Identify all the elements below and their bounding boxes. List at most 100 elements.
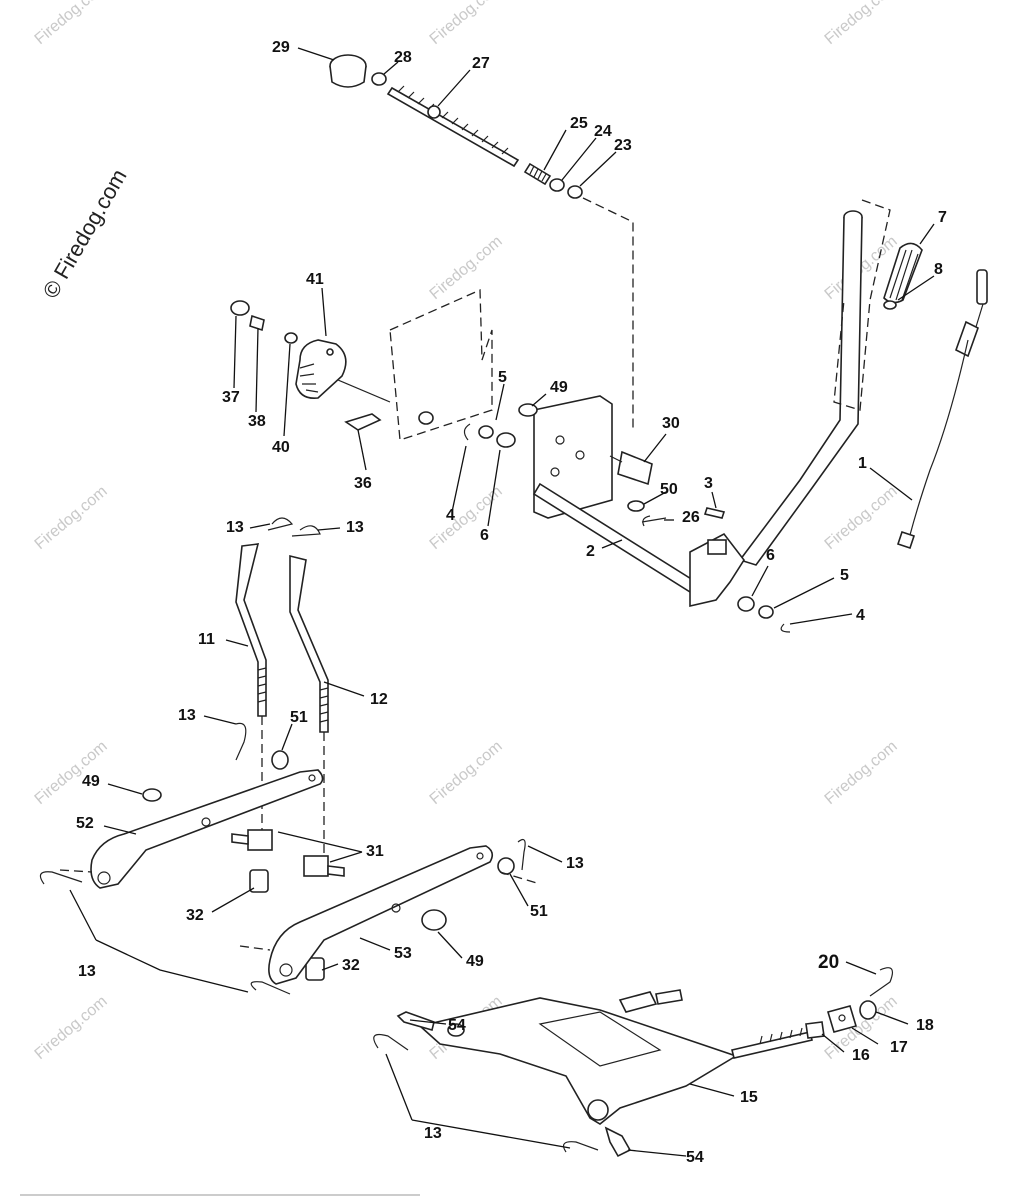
hairpin-20 (869, 967, 893, 997)
assembly-line (239, 945, 271, 951)
washer-5-right (758, 605, 774, 619)
watermark-text: Firedog.com (427, 233, 506, 303)
watermark-text: Firedog.com (32, 993, 111, 1063)
callout-52: 52 (76, 815, 94, 832)
handle-pivot (689, 532, 745, 608)
callout-13: 13 (566, 855, 584, 872)
watermark-text: Firedog.com (822, 738, 901, 808)
callout-37: 37 (222, 389, 240, 406)
callout-13: 13 (78, 963, 96, 980)
callout-1: 1 (858, 455, 867, 472)
callout-25: 25 (570, 115, 588, 132)
callout-41: 41 (306, 271, 324, 288)
pivot-49-b (421, 909, 447, 931)
washer-51-a (271, 750, 289, 770)
callout-6: 6 (766, 547, 775, 564)
watermark-text: Firedog.com (822, 0, 901, 48)
watermark-text: Firedog.com (32, 0, 111, 48)
callout-51: 51 (290, 709, 308, 726)
leader-lines (69, 47, 935, 1157)
pin-26 (641, 515, 667, 527)
callout-31: 31 (366, 843, 384, 860)
callout-labels: 29 28 27 25 24 23 7 8 41 37 38 40 5 49 3… (76, 39, 947, 1166)
callout-13: 13 (346, 519, 364, 536)
callout-13: 13 (178, 707, 196, 724)
lift-arm-53 (268, 845, 494, 985)
assembly-line (59, 869, 93, 873)
pivot-49 (518, 403, 538, 417)
shaft-2 (532, 482, 714, 604)
callout-49: 49 (550, 379, 568, 396)
bottom-rule (20, 1194, 420, 1196)
pin-3 (703, 507, 726, 519)
callout-13: 13 (226, 519, 244, 536)
adjust-rod (731, 1027, 813, 1059)
callout-5: 5 (498, 369, 507, 386)
callout-17: 17 (890, 1039, 908, 1056)
callout-49: 49 (82, 773, 100, 790)
clip-4-left (463, 423, 471, 441)
washer-24 (549, 178, 565, 192)
callout-54: 54 (448, 1017, 466, 1034)
watermark-text: Firedog.com (822, 483, 901, 553)
callout-15: 15 (740, 1089, 758, 1106)
knob-29 (329, 54, 367, 88)
cable-1 (896, 269, 988, 550)
bolt-54-bottom (604, 1126, 632, 1158)
callout-7: 7 (938, 209, 947, 226)
clip-4-right (780, 623, 791, 633)
switch-30 (609, 450, 653, 486)
callout-27: 27 (472, 55, 490, 72)
pivot-bracket (533, 395, 613, 519)
callout-20: 20 (818, 952, 839, 973)
gauge-wheel-41 (295, 339, 347, 400)
callout-28: 28 (394, 49, 412, 66)
spring-25 (523, 162, 552, 186)
watermark-text: Firedog.com (427, 738, 506, 808)
callout-29: 29 (272, 39, 290, 56)
callout-36: 36 (354, 475, 372, 492)
hairpin-13-h (563, 1141, 599, 1153)
lift-link-12 (289, 554, 329, 733)
callout-16: 16 (852, 1047, 870, 1064)
callout-11: 11 (198, 631, 215, 648)
callout-24: 24 (594, 123, 612, 140)
callout-53: 53 (394, 945, 412, 962)
bushing-6-right (737, 596, 755, 612)
watermark-main: © Firedog.com (38, 165, 132, 303)
watermark-text: Firedog.com (427, 483, 506, 553)
cap-8 (883, 300, 897, 310)
callout-4: 4 (856, 607, 865, 624)
pivot-49-a (142, 788, 162, 802)
nut-16 (805, 1021, 825, 1039)
trunnion-31-b (303, 855, 345, 877)
lift-arm-52 (90, 769, 324, 889)
callout-49: 49 (466, 953, 484, 970)
dashed-plate (389, 289, 493, 441)
callout-32: 32 (342, 957, 360, 974)
trunnion-31-a (231, 829, 273, 851)
handle-tube (738, 210, 863, 566)
callout-50: 50 (660, 481, 678, 498)
callout-40: 40 (272, 439, 290, 456)
callout-12: 12 (370, 691, 388, 708)
bushing (418, 411, 434, 425)
hairpin-13-b (291, 525, 321, 537)
screw-38 (249, 314, 265, 332)
assembly-line (582, 197, 634, 432)
callout-13: 13 (424, 1125, 442, 1142)
hairpin-13-d (39, 871, 83, 885)
nut-23 (567, 185, 583, 199)
nut-32-a (249, 869, 269, 893)
hairpin-13-a (267, 517, 294, 531)
callout-51: 51 (530, 903, 548, 920)
clevis-17 (826, 1005, 858, 1033)
bushing-18 (859, 1000, 877, 1020)
hairpin-13-c (235, 722, 247, 761)
hairpin-13-g (373, 1033, 409, 1051)
callout-30: 30 (662, 415, 680, 432)
callout-4: 4 (446, 507, 455, 524)
top-pivot-bolt (618, 989, 683, 1013)
washer-5-left (478, 425, 494, 439)
